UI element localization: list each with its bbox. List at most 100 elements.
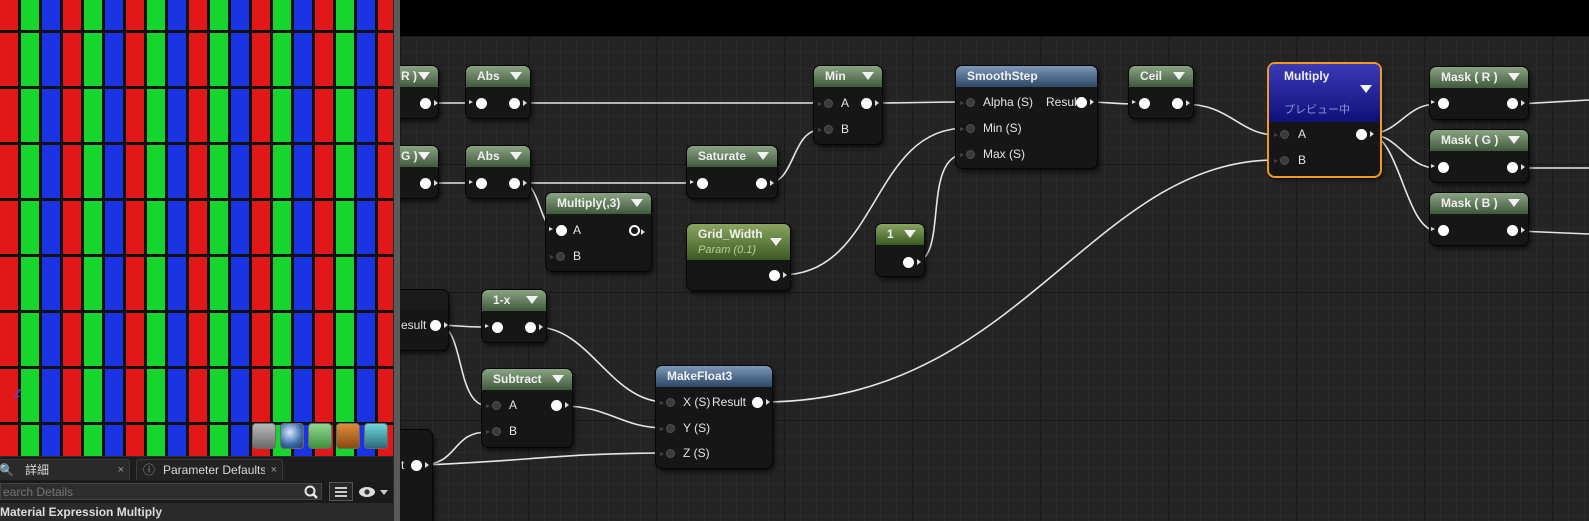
custom-mesh-icon[interactable]: [364, 423, 388, 449]
node-mask-b[interactable]: Mask ( B ): [1430, 193, 1528, 245]
output-pin[interactable]: [629, 225, 645, 236]
dropdown-arrow-icon[interactable]: [510, 72, 522, 80]
node-abs-1[interactable]: Abs: [466, 66, 530, 118]
output-pin[interactable]: [420, 98, 438, 109]
input-pin[interactable]: [485, 322, 503, 333]
output-pin[interactable]: [525, 322, 543, 333]
tab-details-close[interactable]: ×: [117, 464, 124, 476]
node-smoothstep[interactable]: SmoothStep Alpha (S) Result Min (S) Max …: [956, 66, 1097, 168]
dropdown-arrow-icon[interactable]: [1508, 136, 1520, 144]
node-append-r-partial[interactable]: R ): [400, 66, 438, 118]
input-pin-b[interactable]: [486, 427, 501, 436]
dropdown-arrow-icon[interactable]: [418, 72, 430, 80]
dropdown-arrow-icon[interactable]: [1508, 199, 1520, 207]
input-pin-alpha[interactable]: [960, 98, 975, 107]
output-pin[interactable]: [509, 178, 527, 189]
preview-viewport[interactable]: Z: [0, 0, 393, 456]
input-pin[interactable]: [469, 178, 487, 189]
tab-parameter-defaults[interactable]: ⓘ Parameter Defaults ×: [136, 459, 283, 480]
input-pin-b[interactable]: [1274, 156, 1289, 165]
tab-details[interactable]: 🔍 詳細 ×: [0, 459, 130, 480]
dropdown-arrow-icon[interactable]: [757, 152, 769, 160]
dropdown-arrow-icon[interactable]: [510, 152, 522, 160]
node-mask-g[interactable]: Mask ( G ): [1430, 130, 1528, 182]
input-pin[interactable]: [1132, 98, 1150, 109]
dropdown-arrow-icon[interactable]: [862, 72, 874, 80]
node-append-g-partial[interactable]: G ): [400, 146, 438, 198]
dropdown-arrow-icon[interactable]: [770, 238, 782, 246]
node-ceil[interactable]: Ceil: [1129, 66, 1193, 118]
cube-icon[interactable]: [336, 423, 360, 449]
output-pin[interactable]: [1507, 162, 1525, 173]
dropdown-arrow-icon[interactable]: [1360, 85, 1372, 93]
node-min[interactable]: Min A B: [814, 66, 882, 144]
input-pin[interactable]: [469, 98, 487, 109]
input-pin-b[interactable]: [550, 252, 565, 261]
node-makefloat3[interactable]: MakeFloat3 X (S) Result Y (S) Z (S): [656, 366, 772, 468]
output-pin[interactable]: [430, 320, 448, 331]
input-pin[interactable]: [1431, 225, 1449, 236]
material-graph[interactable]: R ) G ) esult t Abs Abs Min A B Saturate: [400, 0, 1589, 521]
output-pin[interactable]: [420, 178, 438, 189]
input-pin-z[interactable]: [660, 449, 675, 458]
output-pin[interactable]: [752, 397, 770, 408]
output-pin[interactable]: [903, 257, 921, 268]
plane-icon[interactable]: [308, 423, 332, 449]
input-pin-y[interactable]: [660, 424, 675, 433]
input-pin-a[interactable]: [549, 225, 567, 236]
node-multiply-const[interactable]: Multiply(,3) A B: [546, 193, 651, 271]
search-details-input[interactable]: [0, 483, 322, 500]
input-pin[interactable]: [1431, 162, 1449, 173]
node-title: G ): [401, 149, 418, 163]
input-pin[interactable]: [690, 178, 708, 189]
output-pin[interactable]: [769, 270, 787, 281]
input-pin-x[interactable]: [660, 398, 675, 407]
dropdown-arrow-icon[interactable]: [418, 152, 430, 160]
output-pin[interactable]: [509, 98, 527, 109]
graph-top-bar: [400, 0, 1589, 36]
dropdown-arrow-icon[interactable]: [526, 296, 538, 304]
output-pin[interactable]: [1356, 129, 1374, 140]
input-pin-a[interactable]: [486, 401, 501, 410]
node-abs-2[interactable]: Abs: [466, 146, 530, 198]
input-pin-b[interactable]: [818, 125, 833, 134]
input-pin-min[interactable]: [960, 124, 975, 133]
output-pin[interactable]: [1172, 98, 1190, 109]
input-pin-a[interactable]: [818, 99, 833, 108]
node-constant-one[interactable]: 1: [876, 224, 924, 276]
node-mask-r[interactable]: Mask ( R ): [1430, 67, 1528, 119]
dropdown-arrow-icon[interactable]: [1173, 72, 1185, 80]
preview-stripe: [189, 0, 207, 456]
output-pin[interactable]: [756, 178, 774, 189]
sphere-icon[interactable]: [280, 423, 304, 449]
tab-parameter-defaults-close[interactable]: ×: [270, 464, 277, 476]
output-pin[interactable]: [411, 460, 429, 471]
node-result-partial[interactable]: esult: [400, 290, 448, 350]
node-subtract[interactable]: Subtract A B: [482, 369, 572, 447]
node-title: Saturate: [698, 149, 747, 163]
output-pin[interactable]: [551, 400, 569, 411]
output-pin[interactable]: [861, 98, 879, 109]
output-pin[interactable]: [1076, 97, 1094, 108]
dropdown-arrow-icon[interactable]: [1508, 73, 1520, 81]
dropdown-arrow-icon[interactable]: [552, 375, 564, 383]
output-pin[interactable]: [1507, 225, 1525, 236]
list-view-icon[interactable]: [329, 482, 353, 501]
node-title: Mask ( R ): [1441, 70, 1498, 84]
node-one-minus-x[interactable]: 1-x: [482, 290, 546, 342]
panel-splitter[interactable]: [393, 0, 400, 521]
output-pin[interactable]: [1507, 98, 1525, 109]
cylinder-icon[interactable]: [252, 423, 276, 449]
input-pin-max[interactable]: [960, 150, 975, 159]
dropdown-arrow-icon[interactable]: [904, 230, 916, 238]
dropdown-arrow-icon[interactable]: [631, 199, 643, 207]
pin-label: B: [841, 122, 850, 136]
node-t-partial[interactable]: t: [400, 430, 432, 521]
input-pin[interactable]: [1431, 98, 1449, 109]
eye-visibility-icon[interactable]: [358, 485, 390, 499]
input-pin-a[interactable]: [1274, 130, 1289, 139]
search-icon[interactable]: [304, 485, 318, 499]
node-saturate[interactable]: Saturate: [687, 146, 777, 198]
